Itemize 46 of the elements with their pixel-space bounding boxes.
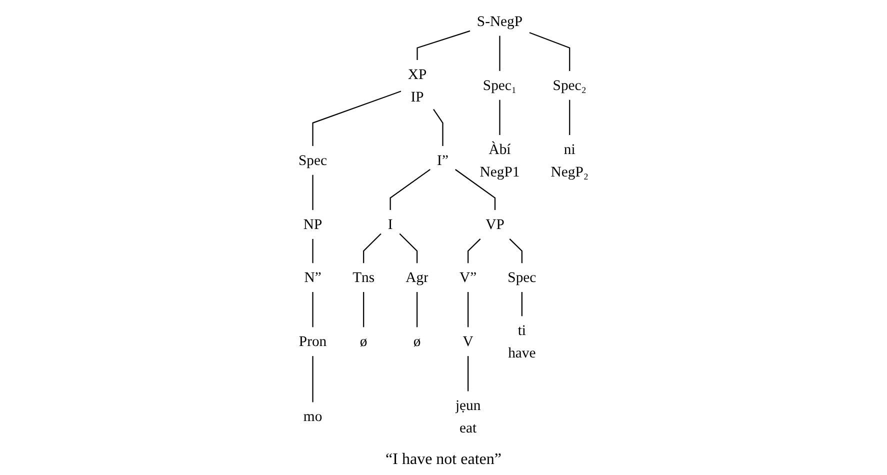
connector xyxy=(468,292,469,328)
connector xyxy=(312,90,402,146)
node-text: Spec₂ xyxy=(552,76,586,94)
connector xyxy=(363,292,364,328)
node-text: Agr xyxy=(406,269,428,286)
node-text: XP IP xyxy=(408,66,427,104)
node-text: NP xyxy=(303,216,322,232)
node-text: VP xyxy=(486,216,504,232)
connector xyxy=(399,233,418,264)
connector xyxy=(416,292,418,328)
node-text: ø xyxy=(413,333,421,350)
node-text: Pron xyxy=(298,333,327,350)
connector xyxy=(509,238,522,264)
node-text: Spec xyxy=(298,152,328,168)
node-text: mo xyxy=(303,408,322,425)
connector xyxy=(468,238,481,264)
node-text: S-NegP xyxy=(476,12,523,30)
node-text: Tns xyxy=(352,269,375,286)
connector xyxy=(569,100,570,135)
connector xyxy=(499,100,500,135)
node-text: jẹun eat xyxy=(455,397,481,436)
node-text: V xyxy=(462,333,474,350)
connector xyxy=(312,292,314,328)
connector xyxy=(499,36,500,71)
connector xyxy=(416,30,470,60)
connector xyxy=(363,233,382,264)
node-text: Àbí NegP1 xyxy=(480,141,520,180)
node-text: N” xyxy=(304,269,322,286)
connector xyxy=(455,169,496,210)
node-text: I xyxy=(388,216,393,232)
caption: “I have not eaten” xyxy=(386,450,502,470)
connector xyxy=(312,174,314,210)
connector xyxy=(390,169,430,210)
node-text: ni NegP₂ xyxy=(550,141,588,180)
connector xyxy=(433,109,444,146)
connector xyxy=(468,356,469,392)
connector xyxy=(312,238,314,264)
node-text: Spec xyxy=(508,269,536,286)
node-text: I” xyxy=(437,152,448,168)
connector xyxy=(312,356,314,402)
connector xyxy=(521,292,522,316)
node-text: ti have xyxy=(508,322,536,361)
node-text: Spec₁ xyxy=(482,76,517,94)
node-text: V” xyxy=(460,269,477,286)
node-text: ø xyxy=(360,333,368,350)
connector xyxy=(529,32,570,71)
